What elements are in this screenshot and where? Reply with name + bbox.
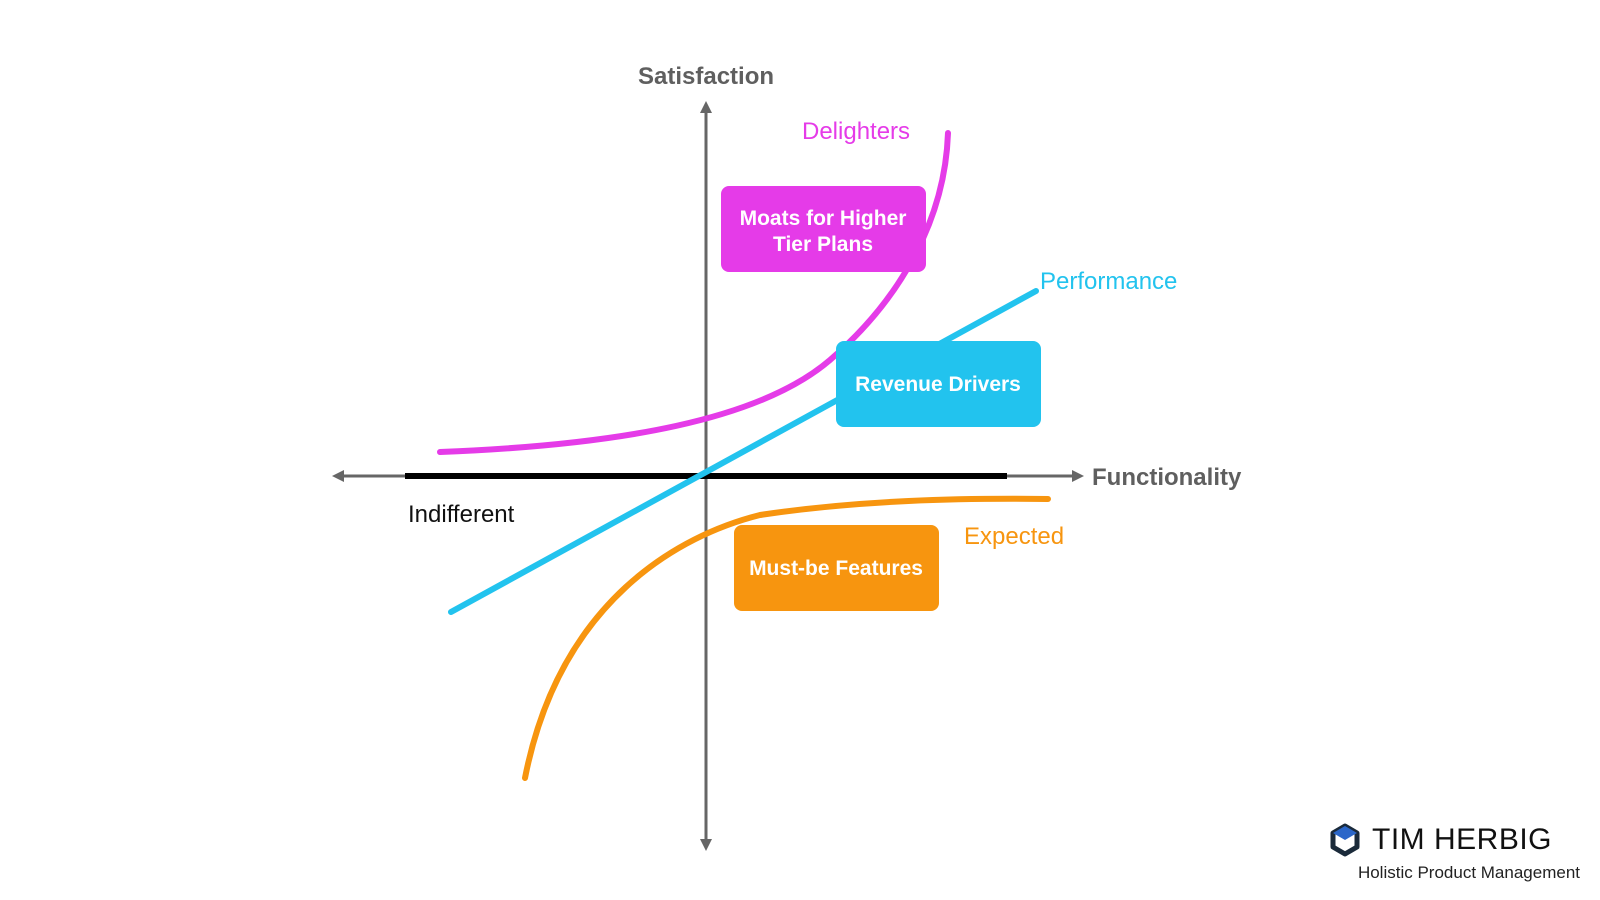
- delighters-label: Delighters: [802, 118, 910, 145]
- brand-tagline: Holistic Product Management: [1358, 863, 1580, 882]
- moats-box: Moats for Higher Tier Plans: [721, 186, 926, 272]
- revenue-drivers-box: Revenue Drivers: [836, 341, 1041, 427]
- expected-label: Expected: [964, 523, 1064, 550]
- must-be-features-text: Must-be Features: [749, 557, 923, 580]
- delighters-curve: [437, 130, 951, 455]
- moats-box-line-1: Moats for Higher: [740, 207, 907, 230]
- moats-box-line-2: Tier Plans: [773, 233, 873, 256]
- must-be-features-box: Must-be Features: [734, 525, 939, 611]
- performance-label: Performance: [1040, 268, 1177, 295]
- indifferent-label: Indifferent: [408, 501, 515, 528]
- brand-name: TIM HERBIG: [1372, 823, 1552, 856]
- hexagon-icon: [1330, 823, 1360, 857]
- branding: TIM HERBIG Holistic Product Management: [1330, 823, 1580, 882]
- revenue-drivers-text: Revenue Drivers: [855, 373, 1021, 396]
- expected-curve: [522, 495, 1051, 781]
- y-axis-title: Satisfaction: [638, 63, 774, 90]
- x-axis-title: Functionality: [1092, 464, 1242, 491]
